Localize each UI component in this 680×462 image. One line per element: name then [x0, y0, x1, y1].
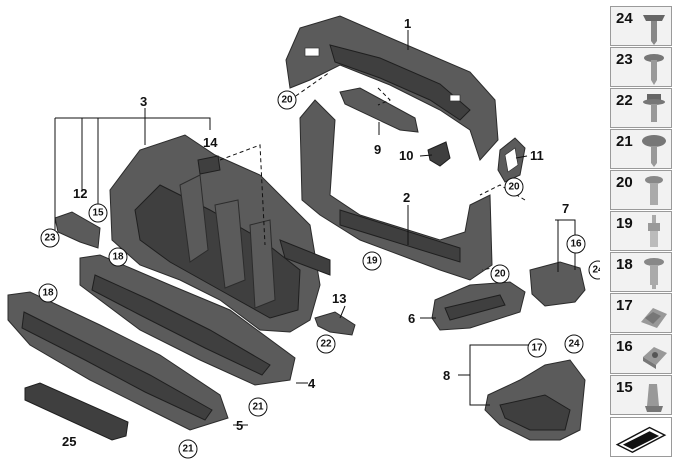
legend-number: 17 [616, 297, 633, 314]
part-10-bracket [427, 141, 451, 167]
callout-19: 19 [362, 251, 382, 271]
legend-item: 19 [610, 211, 672, 251]
svg-text:20: 20 [494, 269, 506, 280]
legend-number: 18 [616, 256, 633, 273]
part-12-bracket [54, 211, 101, 249]
washer-screw-icon [642, 135, 666, 167]
callout-23: 23 [40, 228, 60, 248]
parts-diagram: 1 2 3 4 5 6 7 8 9 10 11 12 13 14 25 20 1… [7, 15, 600, 459]
legend-item: 22 [610, 88, 672, 128]
callout-21a: 21 [248, 397, 268, 417]
legend-number: 22 [616, 92, 633, 109]
svg-text:18: 18 [42, 288, 54, 299]
svg-text:22: 22 [320, 339, 332, 350]
svg-text:17: 17 [531, 343, 543, 354]
callout-21b: 21 [178, 439, 198, 459]
svg-text:19: 19 [366, 256, 378, 267]
label-6: 6 [408, 311, 415, 326]
arrow-icon [615, 426, 667, 454]
label-1: 1 [404, 16, 411, 31]
legend-item: 17 [610, 293, 672, 333]
part-25-strip [24, 382, 129, 441]
flat-screw-icon [644, 54, 664, 85]
legend-item: 16 [610, 334, 672, 374]
legend-number: 24 [616, 10, 633, 27]
collar-screw-icon [643, 94, 665, 122]
part-11-frame [497, 137, 526, 183]
fastener-legend: 24 23 22 21 20 19 18 [610, 6, 674, 458]
label-12: 12 [73, 186, 87, 201]
svg-text:21: 21 [182, 444, 194, 455]
legend-number: 20 [616, 174, 633, 191]
square-nut-icon [643, 347, 667, 369]
svg-text:24: 24 [568, 339, 580, 350]
part-4-deflector [79, 254, 296, 386]
label-9: 9 [374, 142, 381, 157]
legend-item: 15 [610, 375, 672, 415]
part-6-air-duct [431, 281, 526, 331]
label-10: 10 [399, 148, 413, 163]
svg-text:23: 23 [44, 233, 56, 244]
label-7: 7 [562, 201, 569, 216]
label-14: 14 [203, 135, 218, 150]
rivet-icon [645, 176, 663, 205]
screw-icon [643, 15, 665, 45]
part-14-seal [197, 155, 221, 175]
push-rivet-icon [644, 258, 664, 289]
svg-text:21: 21 [252, 402, 264, 413]
part-9-bracket [339, 87, 419, 133]
spring-nut-icon [645, 384, 663, 412]
part-8-air-duct [484, 359, 586, 441]
legend-number: 15 [616, 379, 633, 396]
legend-item: 20 [610, 170, 672, 210]
label-5: 5 [236, 418, 243, 433]
clip-nut-icon [641, 308, 667, 328]
callout-20c: 20 [490, 264, 510, 284]
part-2-lower-frame [299, 99, 493, 281]
expanding-rivet-icon [648, 215, 660, 247]
legend-item: 18 [610, 252, 672, 292]
label-8: 8 [443, 368, 450, 383]
callout-20b: 20 [504, 177, 524, 197]
svg-text:18: 18 [112, 252, 124, 263]
svg-text:16: 16 [570, 239, 582, 250]
svg-text:20: 20 [281, 95, 293, 106]
svg-text:20: 20 [508, 182, 520, 193]
callout-16: 16 [566, 234, 586, 254]
legend-item: 21 [610, 129, 672, 169]
legend-number: 21 [616, 133, 633, 150]
callout-17: 17 [527, 338, 547, 358]
callout-15: 15 [88, 203, 108, 223]
legend-item: 24 [610, 6, 672, 46]
callouts: 20 15 23 18 18 19 20 20 16 24 22 21 21 1… [38, 90, 600, 459]
callout-24b: 24 [564, 334, 584, 354]
svg-text:24: 24 [592, 265, 600, 276]
part-3-main-carrier [109, 134, 331, 333]
svg-text:15: 15 [92, 208, 104, 219]
orientation-arrow [610, 417, 672, 457]
callout-18a: 18 [108, 247, 128, 267]
label-3: 3 [140, 94, 147, 109]
legend-number: 19 [616, 215, 633, 232]
callout-24a: 24 [588, 260, 600, 280]
part-1-upper-carrier [285, 15, 499, 161]
callout-18b: 18 [38, 283, 58, 303]
callout-20a: 20 [277, 90, 297, 110]
label-11: 11 [530, 148, 544, 163]
part-13-bracket [314, 311, 356, 336]
part-number-labels: 1 2 3 4 5 6 7 8 9 10 11 12 13 14 25 [62, 16, 569, 449]
label-2: 2 [403, 190, 410, 205]
legend-item: 23 [610, 47, 672, 87]
legend-number: 23 [616, 51, 633, 68]
legend-number: 16 [616, 338, 633, 355]
label-4: 4 [308, 376, 316, 391]
label-13: 13 [332, 291, 346, 306]
label-25: 25 [62, 434, 76, 449]
part-7-air-duct [529, 261, 586, 307]
callout-22: 22 [316, 334, 336, 354]
part-5-deflector [7, 291, 229, 431]
